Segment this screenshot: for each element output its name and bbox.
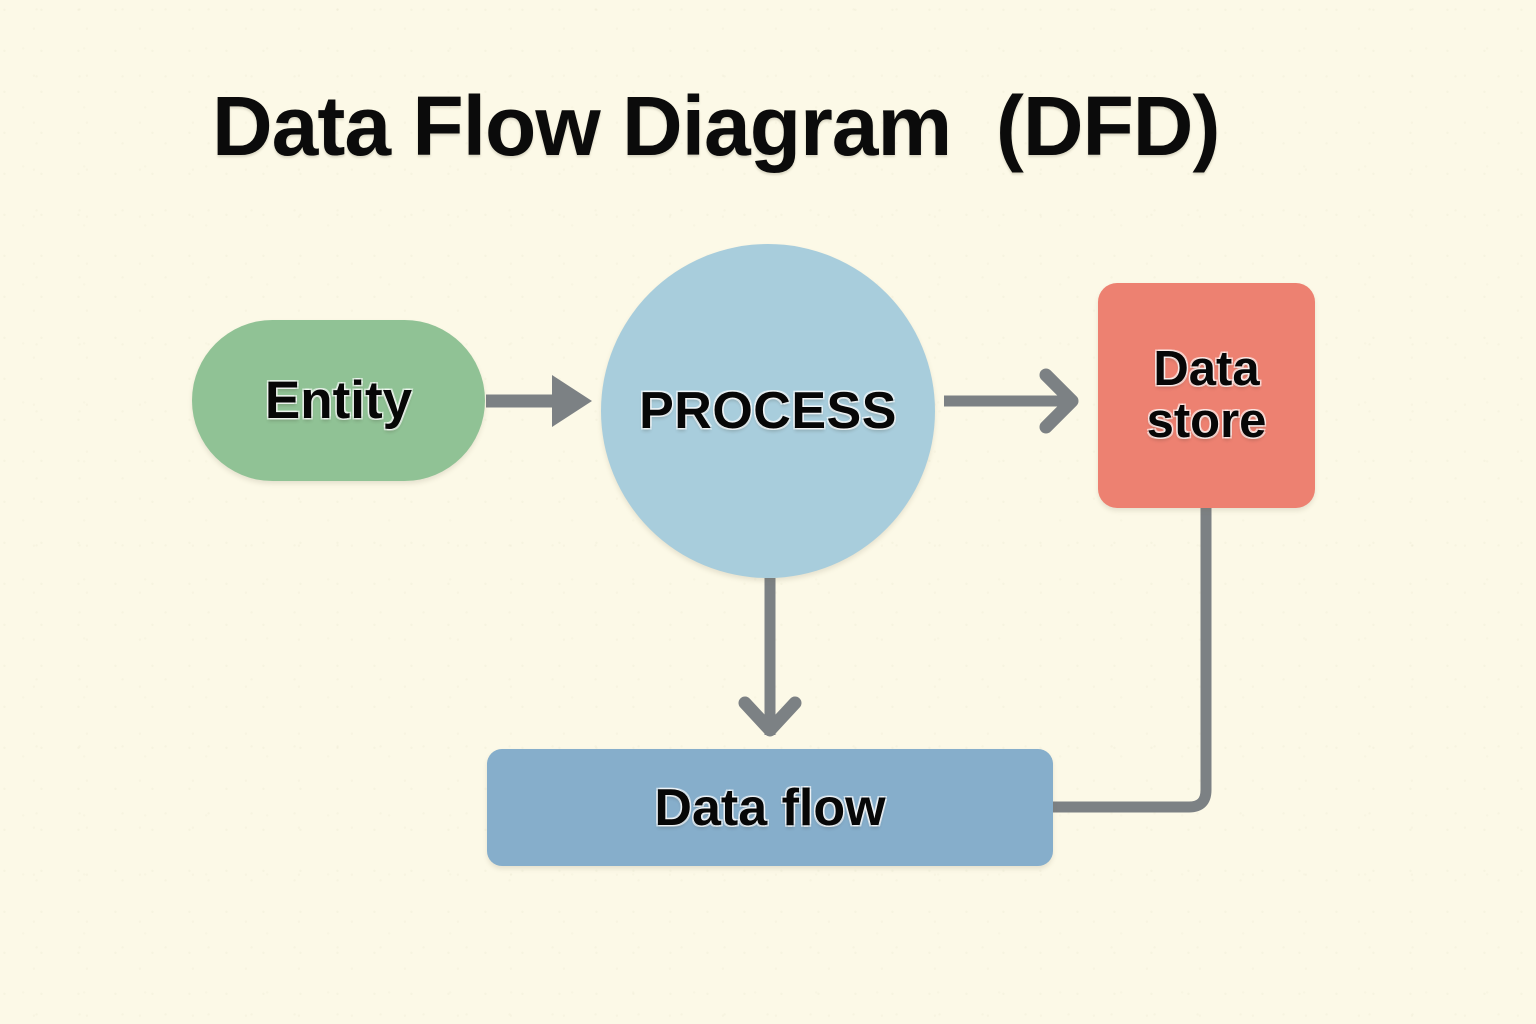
edge-entity-to-process-arrowhead	[552, 375, 592, 427]
edge-process-to-datastore-arrowhead	[1039, 368, 1079, 434]
node-process-label: PROCESS	[639, 382, 897, 440]
node-entity-label: Entity	[264, 371, 413, 430]
edge-datastore-to-dataflow[interactable]	[1050, 508, 1212, 813]
node-datastore[interactable]: Data store	[1098, 283, 1315, 508]
edge-process-to-datastore[interactable]	[944, 368, 1079, 434]
edge-process-to-dataflow[interactable]	[738, 578, 802, 737]
node-process[interactable]: PROCESS	[601, 244, 935, 578]
edge-datastore-to-dataflow-line	[1050, 508, 1212, 813]
node-dataflow[interactable]: Data flow	[487, 749, 1053, 866]
edge-process-to-dataflow-arrowhead	[738, 696, 802, 737]
node-dataflow-label: Data flow	[654, 778, 886, 837]
node-datastore-label: Data store	[1146, 341, 1267, 448]
edge-entity-to-process[interactable]	[486, 375, 592, 427]
node-entity[interactable]: Entity	[192, 320, 485, 481]
page-title: Data Flow Diagram (DFD)	[212, 79, 1220, 173]
